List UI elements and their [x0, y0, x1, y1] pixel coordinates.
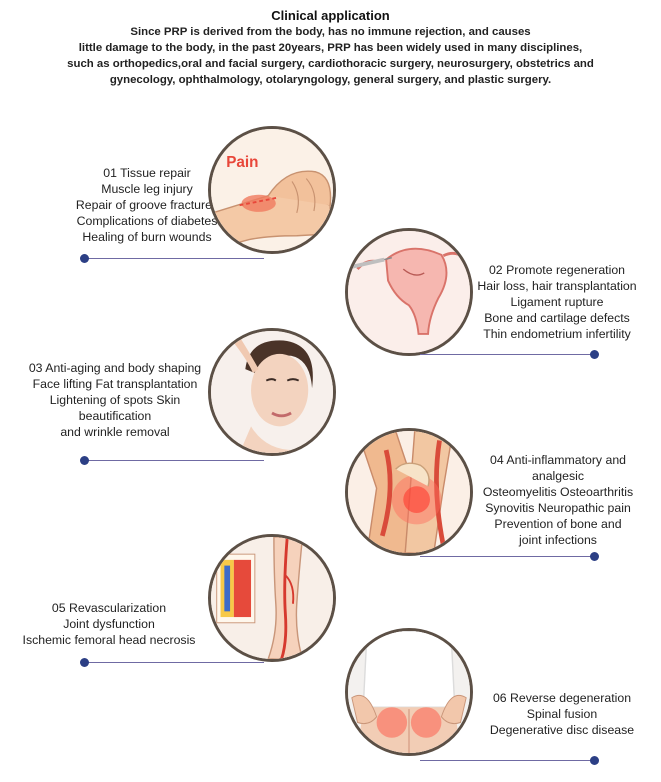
section-item: Face lifting Fat transplantation [32, 377, 198, 391]
connector-line [84, 258, 264, 259]
intro-paragraph: Since PRP is derived from the body, has … [0, 24, 661, 88]
hand-pain-icon: Pain [208, 126, 336, 254]
intro-line: Since PRP is derived from the body, has … [130, 26, 531, 38]
section-item: Complications of diabetes [76, 214, 218, 228]
section-item: Synovitis Neuropathic pain [485, 501, 631, 515]
connector-line [420, 556, 596, 557]
header: Clinical application Since PRP is derive… [0, 8, 661, 88]
intro-line: little damage to the body, in the past 2… [78, 42, 583, 54]
section-item: Thin endometrium infertility [483, 327, 631, 341]
section-item: Ischemic femoral head necrosis [22, 633, 196, 647]
section-item: Joint dysfunction [63, 617, 155, 631]
section-item: Lightening of spots Skin [49, 393, 181, 407]
section-heading: 02 Promote regeneration [488, 263, 626, 277]
section-03-text: 03 Anti-aging and body shaping Face lift… [10, 360, 220, 440]
timeline-dot [80, 658, 89, 667]
section-item: Prevention of bone and [494, 517, 622, 531]
section-item: Healing of burn wounds [82, 230, 212, 244]
section-item: beautification [78, 409, 152, 423]
timeline-dot [80, 254, 89, 263]
lower-back-pain-icon [345, 628, 473, 756]
connector-line [420, 354, 596, 355]
section-02-text: 02 Promote regeneration Hair loss, hair … [462, 262, 652, 342]
intro-line: gynecology, ophthalmology, otolaryngolog… [109, 74, 552, 86]
timeline-dot [590, 350, 599, 359]
section-heading: 04 Anti-inflammatory and [489, 453, 627, 467]
section-item: Bone and cartilage defects [484, 311, 630, 325]
timeline-dot [590, 552, 599, 561]
section-heading: 01 Tissue repair [103, 166, 191, 180]
inflamed-joint-icon [345, 428, 473, 556]
section-heading: 06 Reverse degeneration [492, 691, 632, 705]
section-item: Degenerative disc disease [489, 723, 635, 737]
section-06-text: 06 Reverse degeneration Spinal fusion De… [472, 690, 652, 738]
connector-line [420, 760, 596, 761]
section-01-text: 01 Tissue repair Muscle leg injury Repai… [52, 165, 242, 245]
section-item: analgesic [532, 469, 584, 483]
section-item: Repair of groove fractures [75, 198, 219, 212]
intro-line: such as orthopedics,oral and facial surg… [67, 58, 594, 70]
section-heading: 05 Revascularization [51, 601, 167, 615]
timeline-dot [590, 756, 599, 765]
section-heading: 03 Anti-aging and body shaping [28, 361, 202, 375]
connector-line [84, 662, 264, 663]
section-item: Spinal fusion [526, 707, 598, 721]
timeline-dot [80, 456, 89, 465]
connector-line [84, 460, 264, 461]
uterus-injection-icon [345, 228, 473, 356]
section-item: Osteomyelitis Osteoarthritis [482, 485, 634, 499]
section-item: Hair loss, hair transplantation [477, 279, 637, 293]
face-portrait-icon [208, 328, 336, 456]
page-title: Clinical application [271, 8, 390, 23]
section-item: and wrinkle removal [60, 425, 170, 439]
section-item: Ligament rupture [510, 295, 604, 309]
pain-label: Pain [226, 154, 258, 171]
section-04-text: 04 Anti-inflammatory and analgesic Osteo… [468, 452, 648, 548]
leg-vessels-icon [208, 534, 336, 662]
section-item: joint infections [519, 533, 597, 547]
section-item: Muscle leg injury [101, 182, 193, 196]
section-05-text: 05 Revascularization Joint dysfunction I… [4, 600, 214, 648]
